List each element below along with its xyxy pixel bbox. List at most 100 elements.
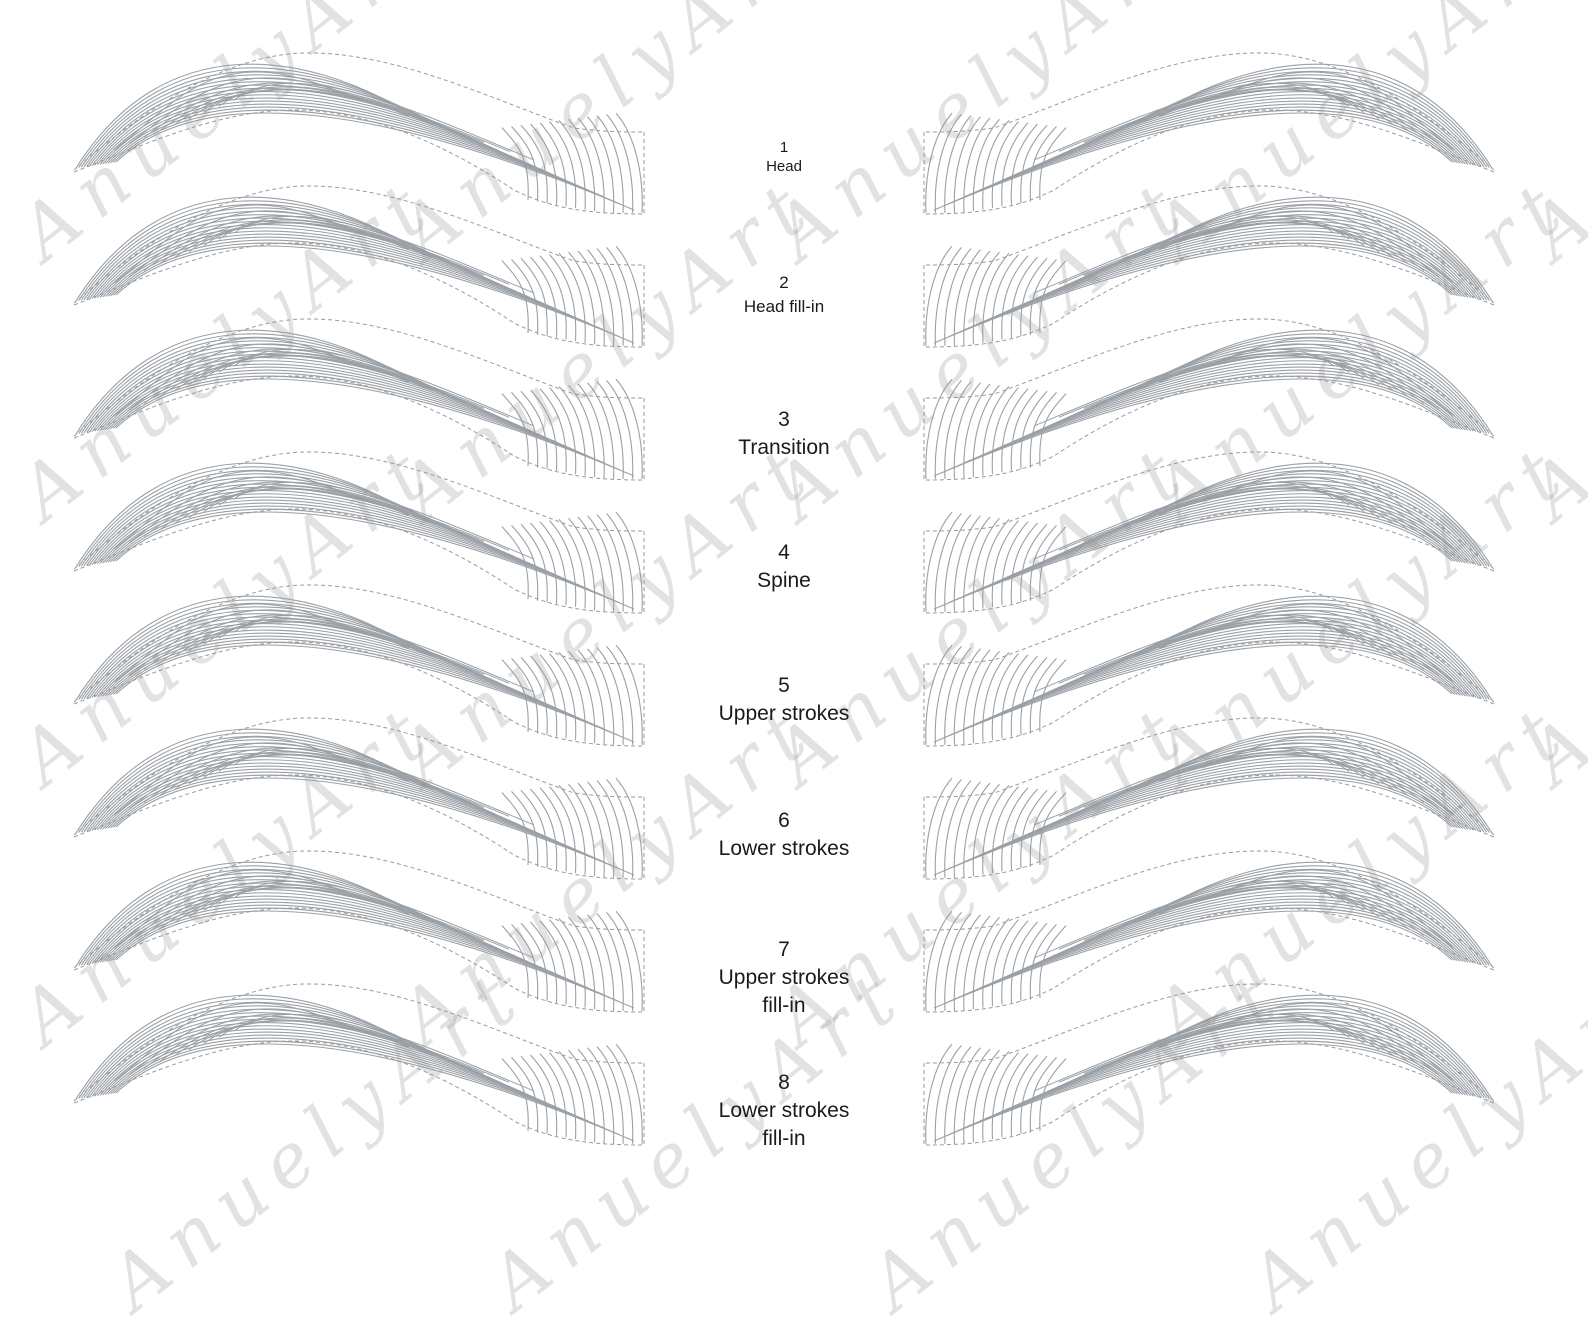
hair-stroke	[1020, 257, 1048, 337]
hair-stroke	[577, 117, 605, 213]
hair-stroke	[933, 1043, 1453, 1142]
hair-stroke	[549, 786, 577, 874]
hair-stroke	[944, 913, 972, 1011]
hair-stroke	[143, 614, 385, 670]
hair-stroke	[1041, 224, 1472, 299]
hair-stroke	[233, 348, 535, 427]
hair-stroke	[568, 118, 596, 212]
hair-stroke	[606, 513, 634, 612]
hair-stroke	[944, 248, 972, 346]
hair-stroke	[577, 1048, 605, 1144]
hair-stroke	[615, 1043, 643, 1144]
eyebrow-diagram	[73, 52, 1495, 1146]
hair-stroke	[606, 114, 634, 213]
hair-stroke	[982, 918, 1010, 1008]
hair-stroke	[606, 779, 634, 878]
hair-stroke	[953, 781, 981, 878]
hair-stroke	[1208, 77, 1440, 145]
left-eyebrow	[73, 850, 645, 1013]
hair-stroke	[80, 868, 435, 966]
hair-stroke	[110, 771, 604, 863]
hair-stroke	[128, 742, 360, 810]
hair-stroke	[96, 756, 527, 831]
hair-stroke	[203, 620, 485, 675]
hair-stroke	[530, 389, 558, 471]
hair-stroke	[1029, 791, 1057, 867]
hair-stroke	[1033, 880, 1335, 959]
hair-stroke	[982, 785, 1010, 875]
hair-stroke	[934, 779, 962, 878]
hair-stroke	[102, 895, 558, 976]
hair-stroke	[934, 247, 962, 346]
brow-upper-outline	[73, 584, 645, 703]
hair-stroke	[501, 925, 529, 999]
hair-stroke	[501, 659, 529, 733]
hair-stroke	[96, 490, 527, 565]
hair-stroke	[539, 388, 567, 473]
hair-stroke	[102, 230, 558, 311]
hair-stroke	[1083, 886, 1365, 941]
hair-stroke	[115, 644, 635, 743]
hair-stroke	[1010, 629, 1466, 710]
hair-stroke	[78, 466, 420, 567]
hair-stroke	[1020, 922, 1048, 1002]
hair-stroke	[107, 768, 589, 856]
hair-stroke	[991, 919, 1019, 1007]
hair-stroke	[203, 221, 485, 276]
hair-stroke	[949, 375, 1456, 470]
brow-upper-outline	[923, 318, 1495, 437]
hair-stroke	[972, 251, 1000, 345]
hair-stroke	[963, 516, 991, 612]
hair-stroke	[1010, 788, 1038, 870]
hair-stroke	[143, 348, 385, 404]
hair-stroke	[511, 1057, 539, 1133]
hair-stroke	[128, 210, 360, 278]
hair-stroke	[102, 762, 558, 843]
hair-stroke	[78, 732, 420, 833]
hair-stroke	[549, 121, 577, 209]
hair-stroke	[110, 106, 604, 198]
hair-stroke	[577, 250, 605, 346]
hair-stroke	[96, 91, 527, 166]
step-number: 7	[778, 938, 790, 961]
hair-stroke	[953, 382, 981, 479]
hair-stroke	[587, 382, 615, 479]
hair-stroke	[925, 245, 953, 346]
hair-stroke	[944, 647, 972, 745]
hair-stroke	[511, 791, 539, 867]
hair-stroke	[1108, 488, 1380, 534]
hair-stroke	[96, 224, 527, 299]
hair-stroke	[1183, 215, 1425, 271]
step-name: fill-in	[762, 994, 806, 1017]
hair-stroke	[188, 887, 460, 933]
hair-stroke	[972, 650, 1000, 744]
hair-stroke	[1108, 621, 1380, 667]
hair-stroke	[577, 915, 605, 1011]
hair-stroke	[1163, 861, 1493, 967]
hair-stroke	[1083, 88, 1365, 143]
hair-stroke	[530, 522, 558, 604]
hair-stroke	[233, 747, 535, 826]
hair-stroke	[587, 249, 615, 346]
hair-stroke	[1133, 203, 1488, 301]
hair-stroke	[991, 786, 1019, 874]
hair-stroke	[113, 204, 335, 284]
hair-stroke	[1108, 89, 1380, 135]
hair-stroke	[1039, 925, 1067, 999]
hair-stroke	[1148, 200, 1490, 301]
hair-stroke	[925, 378, 953, 479]
hair-stroke	[1010, 230, 1466, 311]
hair-stroke	[1001, 388, 1029, 473]
hair-stroke	[972, 517, 1000, 611]
hair-stroke	[203, 753, 485, 808]
hair-stroke	[102, 1028, 558, 1109]
hair-stroke	[539, 521, 567, 606]
hair-stroke	[75, 595, 405, 701]
hair-stroke	[143, 481, 385, 537]
hair-stroke	[539, 787, 567, 872]
hair-stroke	[75, 462, 405, 568]
left-eyebrow	[73, 451, 645, 614]
